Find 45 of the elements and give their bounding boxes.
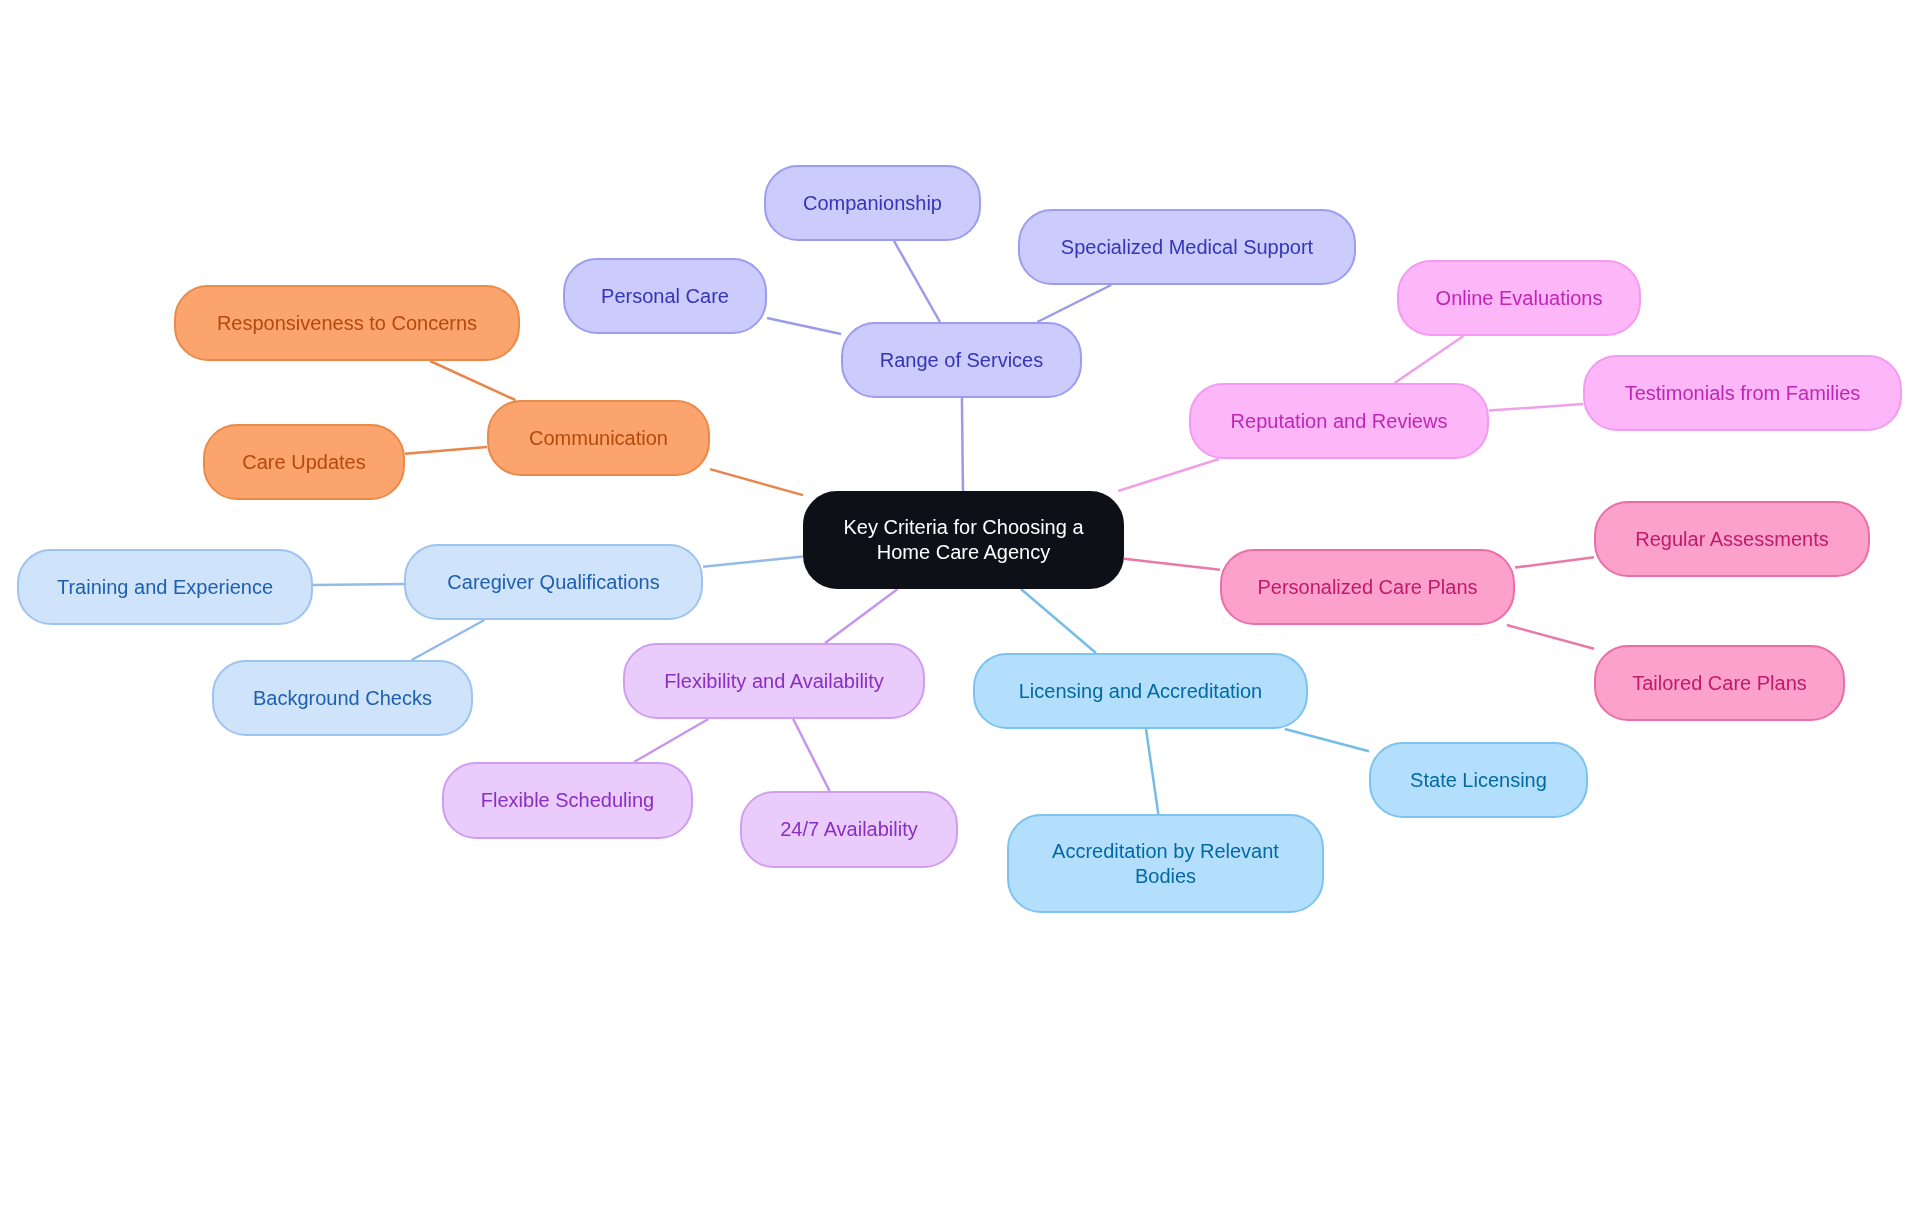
topic-pill: Tailored Care Plans: [1594, 645, 1845, 721]
connector-line: [824, 588, 899, 644]
topic-pill: Caregiver Qualifications: [404, 544, 703, 620]
connector-line: [1117, 457, 1220, 493]
connector-line: [702, 555, 804, 568]
connector-line: [792, 718, 831, 792]
topic-pill: Flexible Scheduling: [442, 762, 693, 839]
connector-line: [709, 467, 804, 497]
connector-line: [892, 240, 942, 323]
topic-pill: Range of Services: [841, 322, 1082, 398]
topic-pill: Training and Experience: [17, 549, 313, 625]
connector-line: [1393, 334, 1465, 385]
connector-line: [1144, 728, 1160, 815]
connector-line: [1514, 555, 1595, 569]
topic-pill: Responsiveness to Concerns: [174, 285, 520, 361]
topic-pill: Licensing and Accreditation: [973, 653, 1308, 729]
topic-pill: 24/7 Availability: [740, 791, 958, 868]
topic-pill: State Licensing: [1369, 742, 1588, 818]
connector-line: [1488, 402, 1584, 412]
topic-pill: Reputation and Reviews: [1189, 383, 1489, 459]
topic-pill: Care Updates: [203, 424, 405, 500]
topic-pill: Background Checks: [212, 660, 473, 736]
connector-line: [1506, 623, 1595, 650]
connector-line: [1020, 588, 1097, 654]
connector-line: [960, 398, 965, 491]
topic-pill: Communication: [487, 400, 710, 476]
connector-line: [1284, 727, 1370, 753]
connector-line: [1036, 283, 1112, 324]
connector-line: [1123, 557, 1221, 572]
topic-pill: Personal Care: [563, 258, 767, 334]
connector-line: [633, 717, 709, 764]
topic-pill: Companionship: [764, 165, 981, 241]
topic-pill: Accreditation by Relevant Bodies: [1007, 814, 1324, 913]
topic-pill: Specialized Medical Support: [1018, 209, 1356, 285]
topic-pill: Flexibility and Availability: [623, 643, 925, 719]
connector-line: [404, 445, 488, 455]
topic-pill: Testimonials from Families: [1583, 355, 1902, 431]
topic-pill: Personalized Care Plans: [1220, 549, 1515, 625]
topic-pill: Online Evaluations: [1397, 260, 1641, 336]
connector-line: [766, 316, 842, 336]
central-topic: Key Criteria for Choosing a Home Care Agency: [803, 491, 1124, 589]
connector-line: [313, 582, 404, 587]
topic-pill: Regular Assessments: [1594, 501, 1870, 577]
connector-line: [411, 618, 485, 662]
connector-line: [429, 359, 516, 402]
